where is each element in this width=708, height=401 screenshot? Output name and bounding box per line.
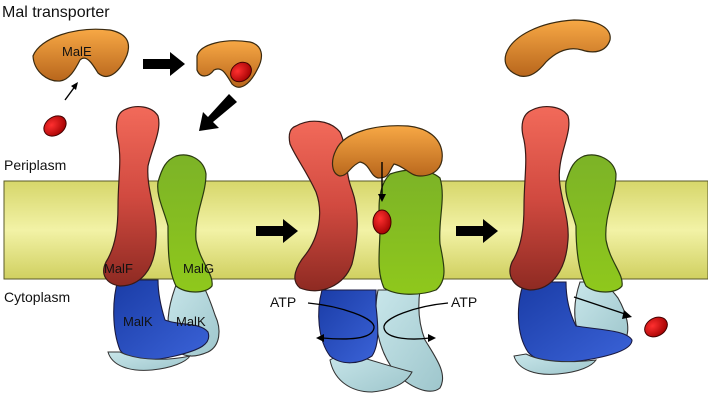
atp-left-head: [316, 334, 324, 342]
male-bound-shape: [196, 40, 263, 88]
release-arrow-head: [622, 310, 632, 319]
step-arrow-4: [456, 219, 498, 243]
maltose-channel: [372, 209, 392, 235]
male-label: MalE: [62, 44, 92, 59]
maltose-bound: [230, 61, 252, 83]
binding-arrow-head: [71, 82, 78, 90]
step-arrow-1: [143, 52, 185, 76]
malk-right-label: MalK: [176, 314, 206, 329]
cytoplasm-label: Cytoplasm: [4, 289, 70, 305]
male-released-shape: [504, 19, 611, 77]
malk-dark-3: [517, 281, 633, 363]
diagram-title: Mal transporter: [2, 4, 110, 21]
maltose-released: [644, 316, 668, 338]
malg-2: [378, 169, 445, 295]
maltose-molecule: [43, 115, 67, 137]
malg-3: [565, 154, 623, 293]
malk-left-label: MalK: [123, 314, 153, 329]
atp-right-head: [428, 334, 436, 342]
malf-3: [509, 106, 570, 291]
step-arrow-3: [256, 219, 298, 243]
release-arrow: [573, 296, 629, 316]
atp-left-curve: [307, 302, 375, 340]
malg-label: MalG: [183, 261, 214, 276]
transport-arrow-head: [378, 194, 386, 202]
malf-1: [103, 106, 160, 287]
malf-label: MalF: [104, 261, 133, 276]
malk-tail-1: [107, 351, 192, 371]
malg-1: [157, 154, 213, 293]
malk-light-2a: [375, 289, 444, 392]
atp-right-label: ATP: [451, 294, 477, 310]
malk-dark-2: [318, 289, 379, 364]
atp-right-curve: [383, 302, 449, 340]
periplasm-label: Periplasm: [4, 157, 66, 173]
malk-tail-3: [513, 353, 598, 375]
malk-dark-1: [113, 279, 210, 361]
atp-left-label: ATP: [270, 294, 296, 310]
male-open-shape: [32, 28, 130, 82]
step-arrow-2: [199, 94, 237, 131]
male-docked-shape: [331, 125, 443, 179]
